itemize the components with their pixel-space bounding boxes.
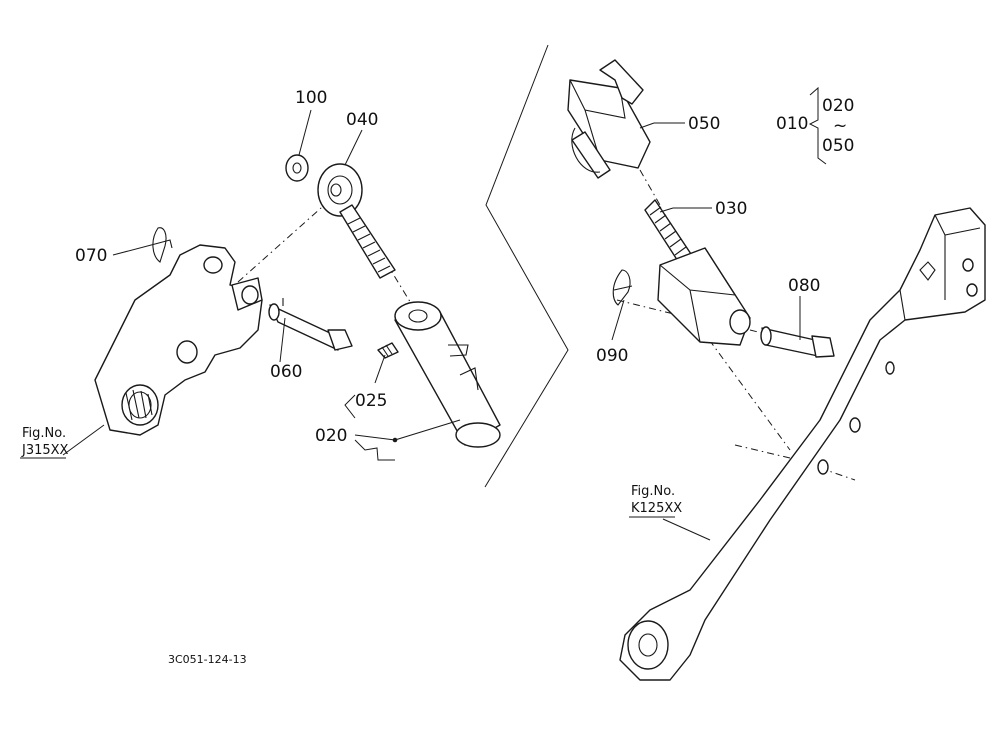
callout-025: 025 (355, 391, 387, 411)
rod-end-040 (317, 163, 396, 279)
leader-lines (62, 86, 827, 541)
callout-labels: 100 040 070 060 025 020 050 030 080 090 … (75, 88, 854, 446)
callout-040: 040 (346, 110, 378, 130)
pin-080 (760, 326, 835, 358)
callout-100: 100 (295, 88, 327, 108)
callout-030: 030 (715, 199, 747, 219)
lower-link (619, 207, 986, 681)
callout-050: 050 (688, 114, 720, 134)
left-fig-label: Fig.No. (22, 426, 66, 441)
callout-060: 060 (270, 362, 302, 382)
figure-references: Fig.No. J315XX Fig.No. K125XX (20, 426, 682, 518)
grease-nipple-025 (377, 342, 399, 359)
lift-arm (94, 244, 263, 436)
callout-090: 090 (596, 346, 628, 366)
callout-010: 010 (776, 114, 808, 134)
callout-range-start: 020 (822, 96, 854, 116)
callout-070: 070 (75, 246, 107, 266)
right-fig-code: K125XX (631, 501, 682, 516)
callout-080: 080 (788, 276, 820, 296)
callout-range-end: 050 (822, 136, 854, 156)
callout-020: 020 (315, 426, 347, 446)
pin-060 (268, 298, 353, 351)
handle-050 (567, 59, 651, 179)
sleeve-020 (394, 301, 501, 448)
callout-range-tilde: ~ (833, 116, 847, 136)
drawing-code: 3C051-124-13 (168, 653, 247, 666)
assembly-group-outline (484, 44, 569, 488)
snap-pin-090 (612, 269, 633, 306)
leader-dot (392, 437, 398, 443)
snap-pin-070 (152, 227, 173, 263)
washer-100 (285, 154, 309, 182)
left-fig-code: J315XX (21, 443, 69, 458)
turnbuckle-030 (644, 199, 751, 346)
right-fig-label: Fig.No. (631, 484, 675, 499)
